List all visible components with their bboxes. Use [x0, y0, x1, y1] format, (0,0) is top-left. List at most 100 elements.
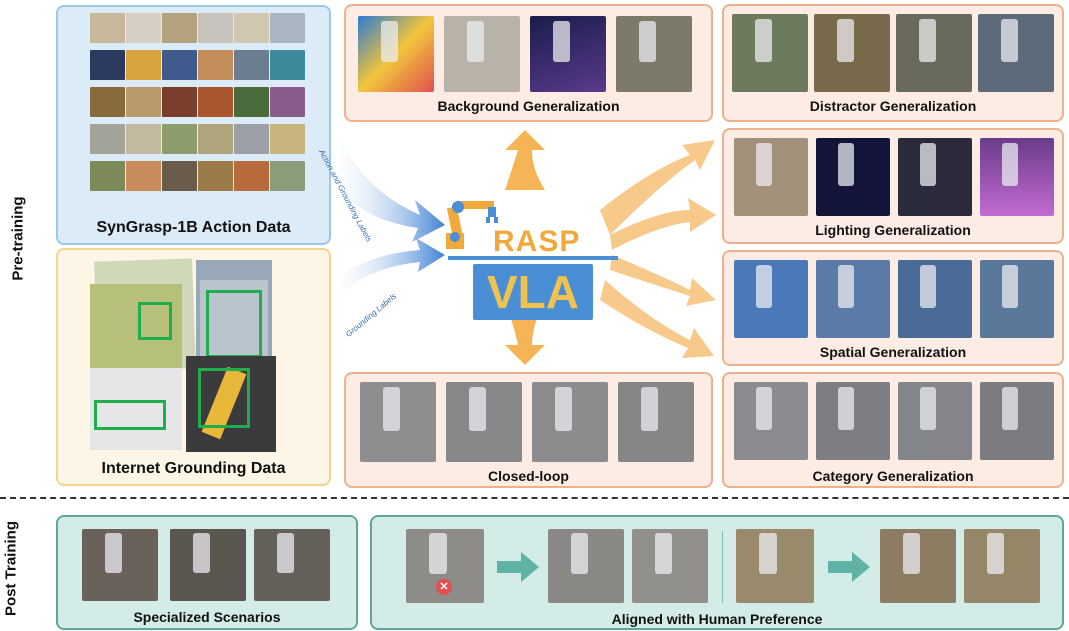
- aligned-thumb: [548, 529, 624, 603]
- arrow-right-icon: [828, 552, 870, 582]
- distractor-thumb: [814, 14, 890, 92]
- syngrasp-panel: SynGrasp-1B Action Data: [56, 5, 331, 245]
- specialized-thumb: [170, 529, 246, 601]
- orange-arrow-right2: [610, 255, 716, 306]
- grid-cell: [126, 50, 161, 80]
- grid-cell: [270, 124, 305, 154]
- spatial-panel: Spatial Generalization: [722, 250, 1064, 366]
- background-panel: Background Generalization: [344, 4, 713, 122]
- robot-arm-icon: [446, 201, 498, 249]
- internet-caption: Internet Grounding Data: [101, 460, 286, 477]
- lighting-thumb: [898, 138, 972, 216]
- internet-photo-people: [90, 284, 182, 370]
- specialized-caption: Specialized Scenarios: [133, 609, 281, 625]
- category-caption: Category Generalization: [812, 468, 974, 484]
- grid-cell: [234, 124, 269, 154]
- reject-icon: ✕: [436, 579, 452, 595]
- closed-loop-thumb: [532, 382, 608, 462]
- blue-arrow-bottom: [330, 238, 445, 305]
- orange-arrow-upright: [600, 140, 715, 235]
- background-thumb: [358, 16, 434, 92]
- closed-loop-thumb: [360, 382, 436, 462]
- category-thumb: [816, 382, 890, 460]
- grid-cell: [234, 50, 269, 80]
- aligned-thumb: [736, 529, 814, 603]
- grid-cell: [90, 124, 125, 154]
- grid-cell: [162, 50, 197, 80]
- closed-loop-panel: Closed-loop: [344, 372, 713, 488]
- grid-cell: [90, 13, 125, 43]
- logo-vla-text: VLA: [473, 264, 593, 320]
- grid-cell: [234, 87, 269, 117]
- syngrasp-image-grid: [90, 13, 305, 203]
- background-caption: Background Generalization: [437, 98, 620, 114]
- category-thumb: [980, 382, 1054, 460]
- specialized-thumb: [254, 529, 330, 601]
- grid-cell: [234, 13, 269, 43]
- orange-arrow-right1: [610, 198, 716, 250]
- grid-cell: [126, 13, 161, 43]
- grid-cell: [198, 124, 233, 154]
- arrow-right-icon: [497, 552, 539, 582]
- logo-underline: [448, 256, 618, 260]
- grounding-bbox: [206, 290, 262, 358]
- background-thumb: [530, 16, 606, 92]
- grid-cell: [270, 13, 305, 43]
- grid-cell: [162, 13, 197, 43]
- orange-arrow-up: [505, 130, 545, 190]
- aligned-panel: ✕ Aligned with Human Preference: [370, 515, 1064, 630]
- grid-cell: [162, 87, 197, 117]
- specialized-thumb: [82, 529, 158, 601]
- section-divider: [0, 497, 1069, 499]
- logo-grasp-text: RASP: [493, 225, 581, 258]
- spatial-thumb: [980, 260, 1054, 338]
- category-panel: Category Generalization: [722, 372, 1064, 488]
- lighting-caption: Lighting Generalization: [815, 222, 971, 238]
- grid-cell: [198, 87, 233, 117]
- aligned-thumb: [964, 529, 1040, 603]
- lighting-panel: Lighting Generalization: [722, 128, 1064, 244]
- category-thumb: [898, 382, 972, 460]
- internet-panel: Internet Grounding Data: [56, 248, 331, 486]
- spatial-thumb: [898, 260, 972, 338]
- section-separator: [722, 531, 723, 603]
- flow-arrows: [330, 120, 716, 365]
- grounding-bbox: [138, 302, 172, 340]
- spatial-thumb: [734, 260, 808, 338]
- grid-cell: [162, 124, 197, 154]
- lighting-thumb: [980, 138, 1054, 216]
- distractor-panel: Distractor Generalization: [722, 4, 1064, 122]
- aligned-caption: Aligned with Human Preference: [611, 611, 823, 627]
- category-thumb: [734, 382, 808, 460]
- grid-cell: [90, 161, 125, 191]
- post-training-label: Post Training: [2, 521, 20, 617]
- distractor-thumb: [732, 14, 808, 92]
- grid-cell: [198, 50, 233, 80]
- grid-cell: [126, 87, 161, 117]
- grid-cell: [126, 124, 161, 154]
- background-thumb: [616, 16, 692, 92]
- grounding-bbox: [94, 400, 166, 430]
- closed-loop-caption: Closed-loop: [488, 468, 569, 484]
- internet-photo-goggles: [90, 368, 182, 450]
- grid-cell: [90, 50, 125, 80]
- closed-loop-thumb: [618, 382, 694, 462]
- distractor-thumb: [896, 14, 972, 92]
- distractor-caption: Distractor Generalization: [809, 98, 977, 114]
- spatial-thumb: [816, 260, 890, 338]
- background-thumb: [444, 16, 520, 92]
- spatial-caption: Spatial Generalization: [819, 344, 967, 360]
- grid-cell: [126, 161, 161, 191]
- grid-cell: [270, 50, 305, 80]
- grid-cell: [198, 13, 233, 43]
- aligned-thumb: [632, 529, 708, 603]
- aligned-thumb: [880, 529, 956, 603]
- grounding-bbox: [198, 368, 250, 428]
- grid-cell: [270, 87, 305, 117]
- syngrasp-caption: SynGrasp-1B Action Data: [96, 219, 291, 236]
- lighting-thumb: [734, 138, 808, 216]
- blue-arrow-top: [330, 120, 445, 242]
- grid-cell: [162, 161, 197, 191]
- distractor-thumb: [978, 14, 1054, 92]
- grid-cell: [198, 161, 233, 191]
